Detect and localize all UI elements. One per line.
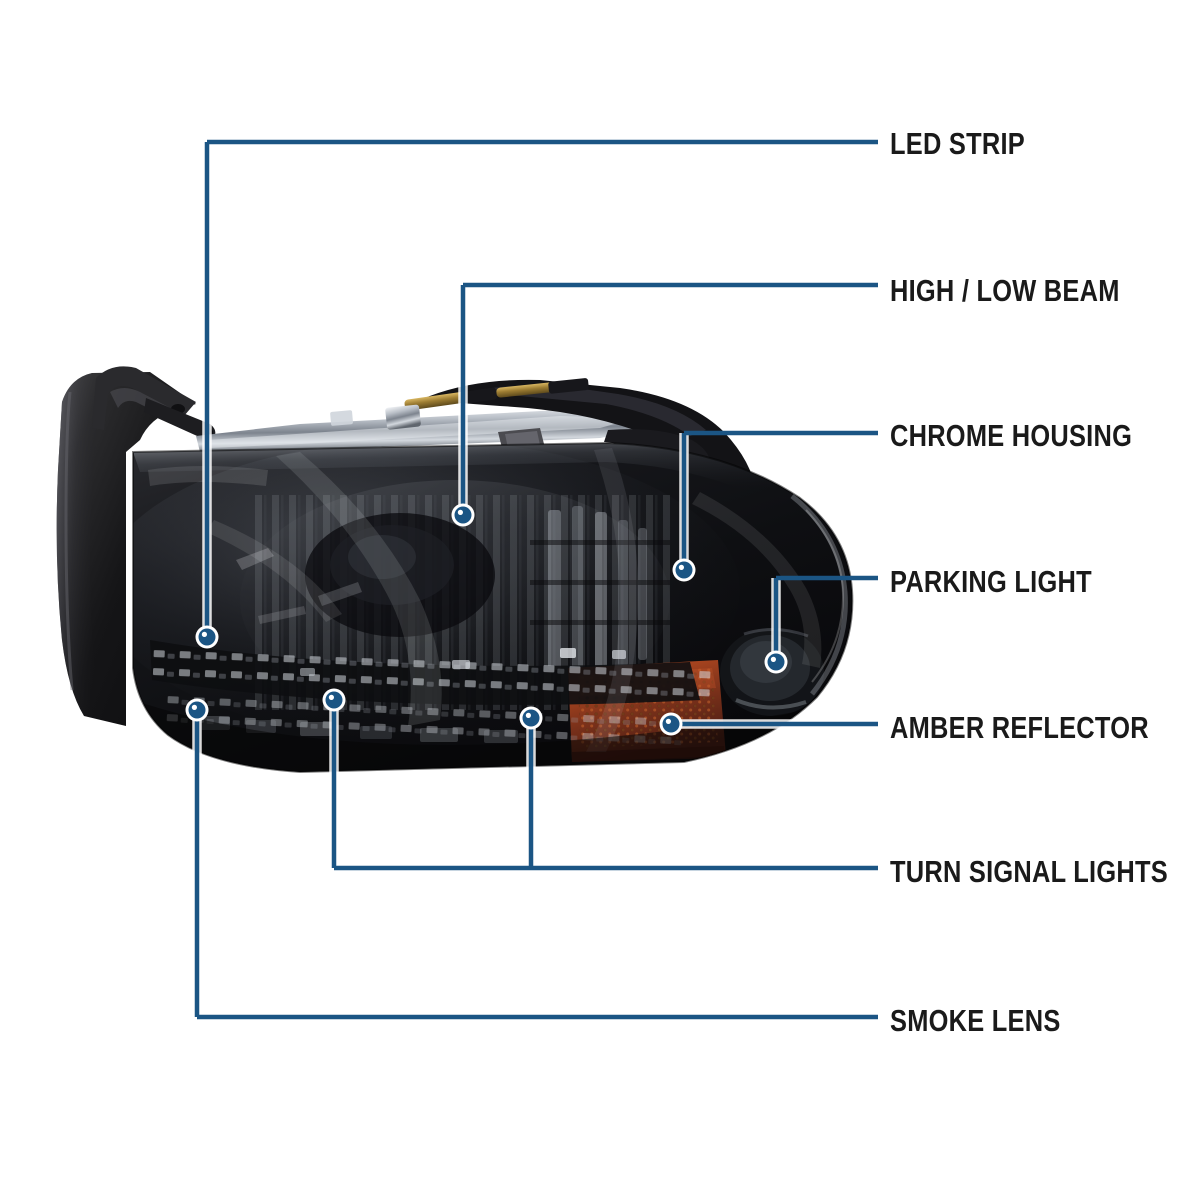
callout-leader-lines <box>185 139 878 1020</box>
callout-dot[interactable] <box>188 701 206 719</box>
mounting-bracket <box>56 366 216 726</box>
callout-dot-highlight <box>665 718 672 725</box>
callout-dot[interactable] <box>767 653 785 671</box>
callout-dot[interactable] <box>662 715 680 733</box>
callout-label-chrome-housing: CHROME HOUSING <box>890 418 1133 453</box>
adjuster-screw-right <box>496 378 589 398</box>
callout-amber-reflector <box>659 712 878 736</box>
callout-high-low-beam <box>451 282 878 527</box>
callout-dot[interactable] <box>675 561 693 579</box>
callout-label-led-strip: LED STRIP <box>890 126 1025 161</box>
callout-led-strip <box>195 139 878 649</box>
callout-label-amber-reflector: AMBER REFLECTOR <box>890 710 1149 745</box>
smoke-lens-body <box>132 441 854 774</box>
callout-dot[interactable] <box>198 628 216 646</box>
callout-dot-highlight <box>678 564 685 571</box>
callout-dot[interactable] <box>454 506 472 524</box>
callout-chrome-housing <box>672 430 878 582</box>
callout-dot-highlight <box>770 656 777 663</box>
callout-dot-highlight <box>328 694 334 701</box>
callout-turn-signal-lights <box>322 688 878 871</box>
callout-label-smoke-lens: SMOKE LENS <box>890 1003 1061 1038</box>
callout-smoke-lens <box>185 698 878 1020</box>
callout-parking-light <box>764 575 878 674</box>
callout-dot[interactable] <box>522 709 540 727</box>
callout-label-turn-signal-lights: TURN SIGNAL LIGHTS <box>890 854 1168 889</box>
callout-dot[interactable] <box>325 691 343 709</box>
callout-dot-highlight <box>457 509 463 515</box>
callout-label-high-low-beam: HIGH / LOW BEAM <box>890 273 1120 308</box>
adjuster-screw-left <box>404 387 497 411</box>
callout-dot-highlight <box>525 712 532 719</box>
callout-label-parking-light: PARKING LIGHT <box>890 564 1092 599</box>
led-strip-row <box>150 640 712 746</box>
callout-dot-highlight <box>201 631 207 638</box>
product-headlight-assembly <box>56 366 854 774</box>
callout-dot-highlight <box>191 704 197 711</box>
